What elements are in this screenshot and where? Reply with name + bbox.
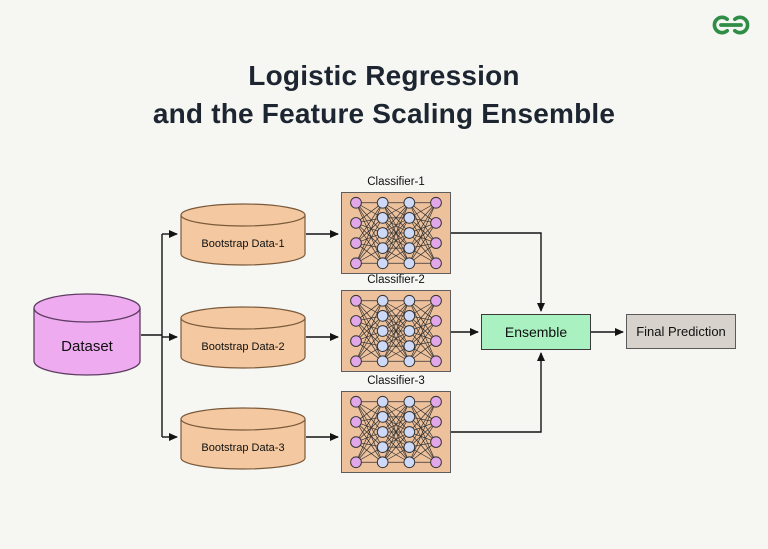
classifier-2-box: Classifier-2	[341, 274, 451, 372]
bootstrap-data-2-cylinder: Bootstrap Data-2	[180, 306, 306, 369]
cylinder-shape-icon	[180, 203, 306, 266]
page-title: Logistic Regression and the Feature Scal…	[0, 57, 768, 133]
neural-network-icon	[342, 193, 450, 273]
cylinder-shape-icon	[180, 306, 306, 369]
final-prediction-box: Final Prediction	[626, 314, 736, 349]
page-title-line2: and the Feature Scaling Ensemble	[152, 98, 616, 129]
classifier-1-box: Classifier-1	[341, 176, 451, 274]
classifier-3-box: Classifier-3	[341, 375, 451, 473]
final-prediction-label: Final Prediction	[636, 324, 726, 339]
classifier-1-label: Classifier-1	[367, 176, 425, 188]
classifier-2-label: Classifier-2	[367, 274, 425, 286]
bootstrap-data-3-cylinder: Bootstrap Data-3	[180, 407, 306, 470]
ensemble-box: Ensemble	[481, 314, 591, 350]
dataset-cylinder: Dataset	[33, 293, 141, 377]
geeksforgeeks-logo-icon	[712, 15, 750, 35]
dataset-label: Dataset	[61, 338, 113, 355]
neural-network-icon	[342, 392, 450, 472]
ensemble-label: Ensemble	[504, 324, 568, 340]
page-title-line1: Logistic Regression	[248, 60, 520, 91]
classifier-3-label: Classifier-3	[367, 375, 425, 387]
bootstrap-data-1-label: Bootstrap Data-1	[201, 238, 285, 250]
neural-network-icon	[342, 291, 450, 371]
bootstrap-data-2-label: Bootstrap Data-2	[201, 341, 285, 353]
cylinder-shape-icon	[33, 293, 141, 376]
bootstrap-data-3-label: Bootstrap Data-3	[201, 442, 285, 454]
cylinder-shape-icon	[180, 407, 306, 470]
bootstrap-data-1-cylinder: Bootstrap Data-1	[180, 203, 306, 266]
